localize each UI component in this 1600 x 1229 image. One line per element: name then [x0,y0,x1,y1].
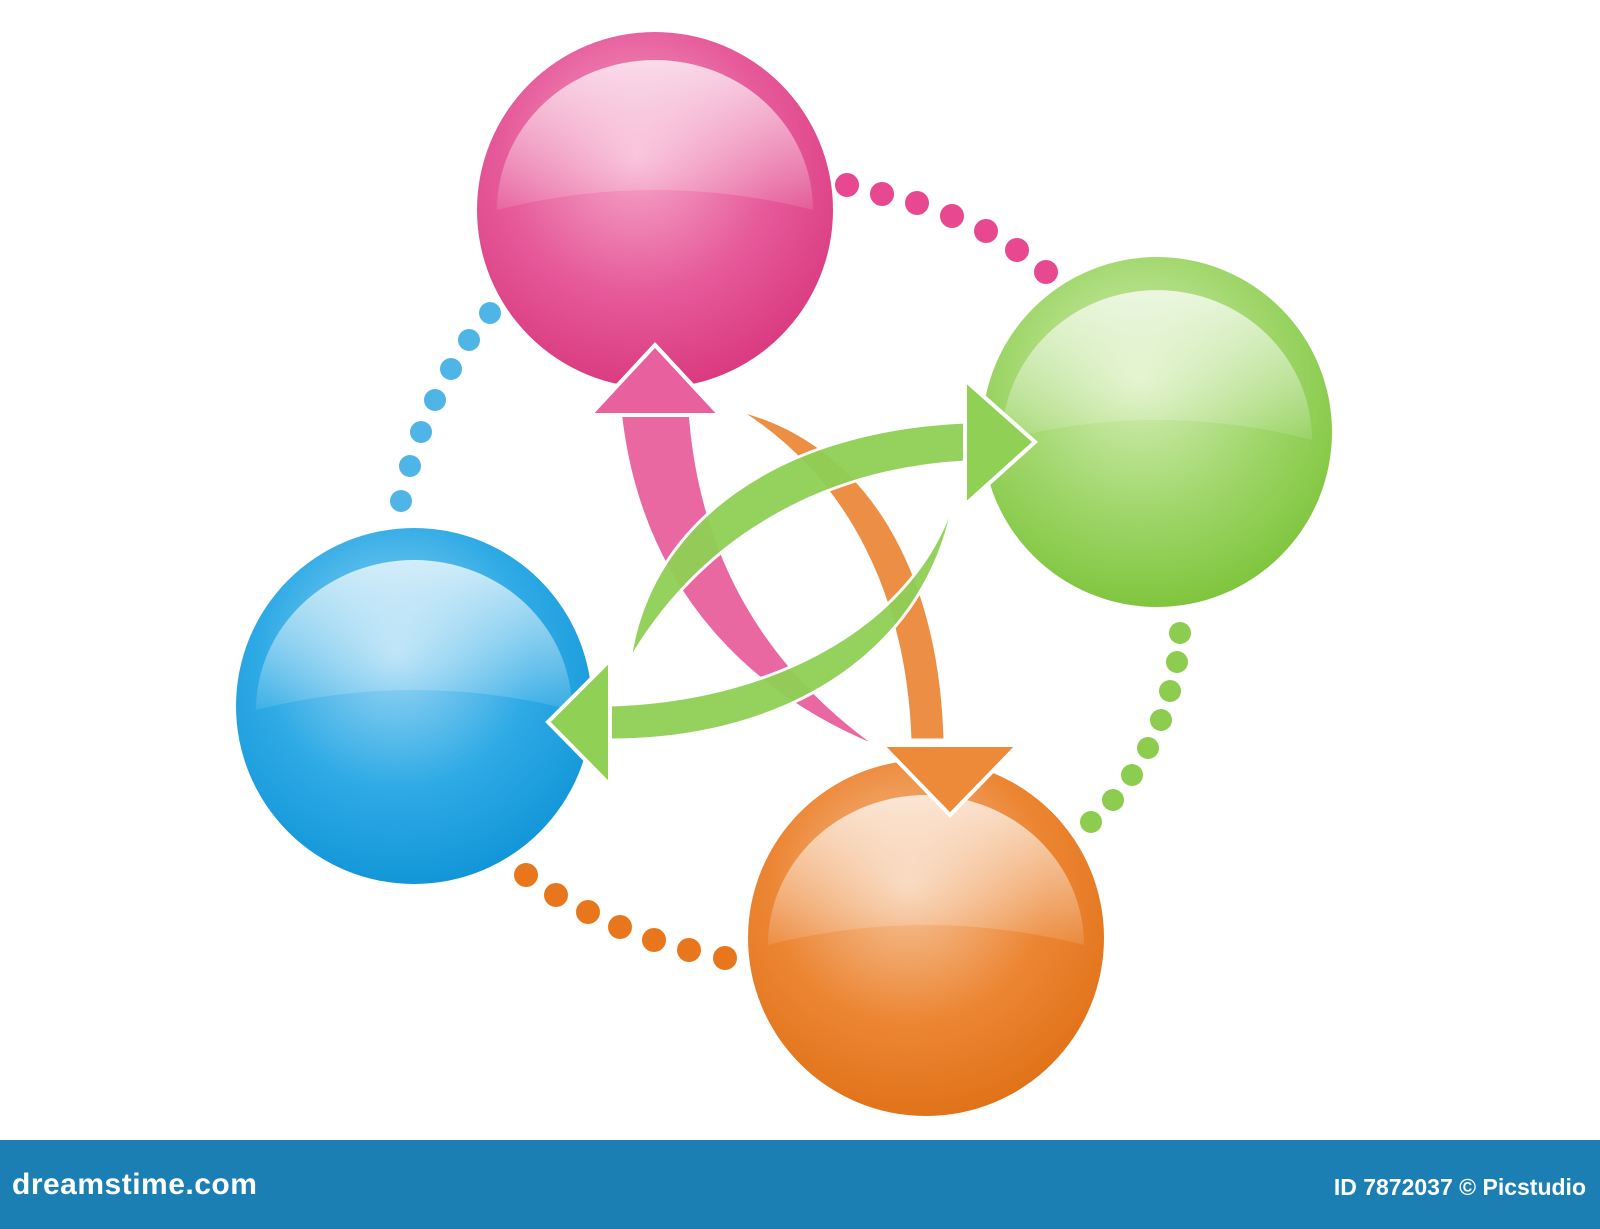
node-green-sphere [982,257,1332,607]
diagram-canvas [236,32,1332,1116]
dotted-connector-orange-blue [514,863,737,970]
dotted-connector-pink-green [835,173,1058,284]
brand-label[interactable]: dreamstime.com [12,1168,258,1201]
dotted-connector-green-orange [1080,622,1191,833]
watermark-footer: dreamstime.com ID 7872037 © Picstudio [0,1140,1600,1229]
node-pink-sphere [477,32,833,388]
node-orange-sphere [748,760,1104,1116]
arrow-to-green [628,375,1039,661]
image-credit: ID 7872037 © Picstudio [1333,1174,1586,1200]
dotted-connector-blue-pink [390,302,501,512]
node-blue-sphere [236,528,592,884]
arrow-to-blue [545,494,957,790]
